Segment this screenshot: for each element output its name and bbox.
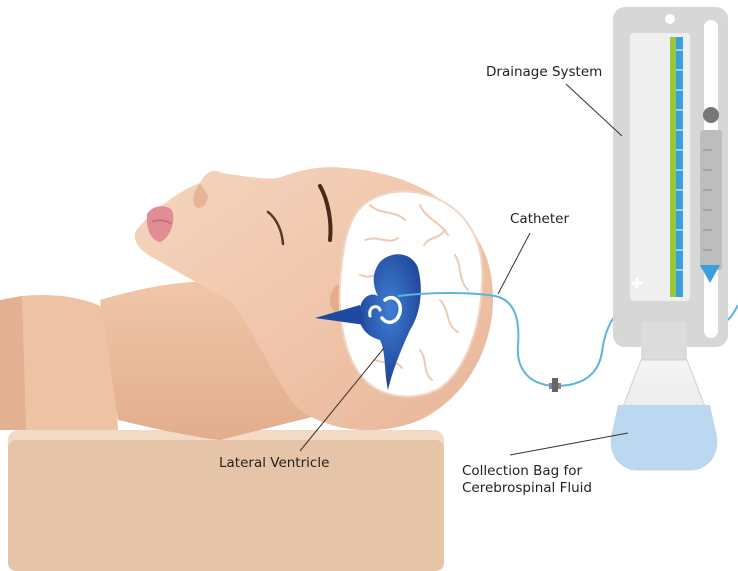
level-slider-knob [703,107,719,123]
label-lateral-ventricle: Lateral Ventricle [219,455,329,472]
scale-green-strip [670,37,676,297]
label-drainage-system: Drainage System [486,64,602,81]
leader-collection-bag [510,433,628,455]
leader-catheter [498,233,530,294]
stopcock-valve [549,378,561,392]
pillow [8,430,444,571]
label-collection-bag-line1: Collection Bag for [462,463,592,480]
shoulders [0,295,118,430]
drip-chamber [700,130,722,270]
label-collection-bag: Collection Bag for Cerebrospinal Fluid [462,463,592,497]
drainage-device [613,7,728,347]
label-collection-bag-line2: Cerebrospinal Fluid [462,480,592,497]
label-catheter: Catheter [510,211,569,228]
csf-fluid [611,405,718,470]
scale-blue-strip [676,37,683,297]
